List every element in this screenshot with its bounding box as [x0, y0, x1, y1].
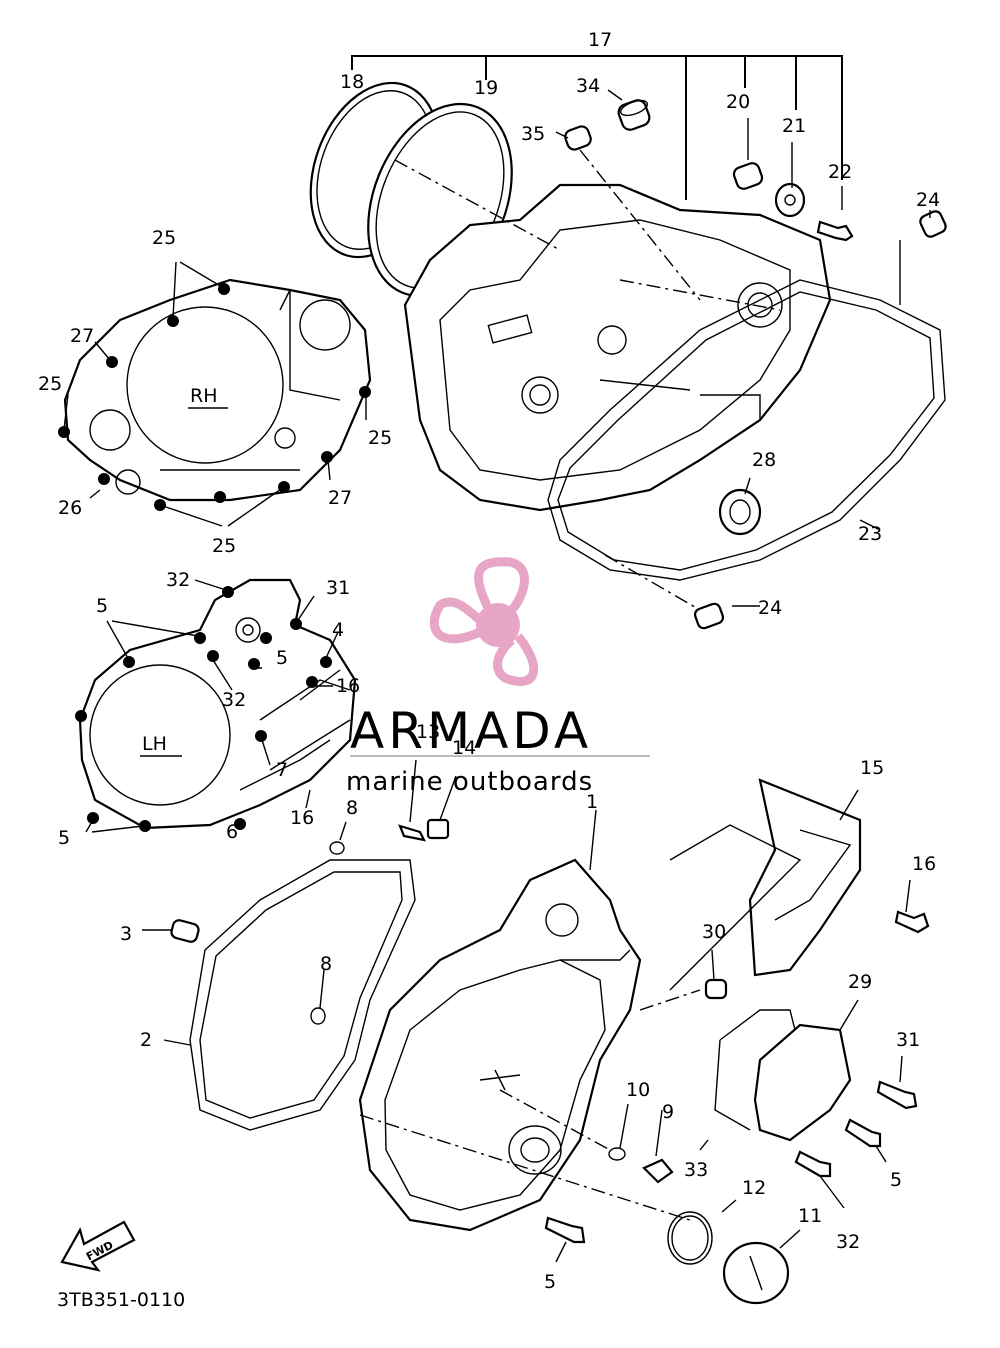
callout-25-top: 25	[152, 227, 176, 249]
callout-22: 22	[828, 161, 852, 183]
gasket-23	[547, 279, 946, 581]
washer-21	[774, 182, 806, 218]
callout-29: 29	[848, 971, 872, 993]
callout-25-left: 25	[38, 373, 62, 395]
oring-10	[608, 1147, 626, 1161]
callout-33: 33	[684, 1159, 708, 1181]
dowel-30	[704, 978, 728, 1000]
callout-32-lh: 32	[222, 689, 246, 711]
callout-11: 11	[798, 1205, 822, 1227]
callout-7: 7	[276, 759, 288, 781]
callout-23: 23	[858, 523, 882, 545]
plug-9	[642, 1158, 674, 1184]
callout-labels: 17 18 19 34 35 20 21 22 24 24 25 27 25 2…	[38, 29, 940, 1293]
rh-bolt-map: RH	[58, 261, 372, 527]
dowel-24-top	[919, 210, 947, 238]
callout-25-right: 25	[368, 427, 392, 449]
watermark-tagline: marine outboards	[346, 767, 593, 797]
callout-6: 6	[226, 821, 238, 843]
callout-25-bottom: 25	[212, 535, 236, 557]
callout-5-right: 5	[890, 1169, 902, 1191]
callout-19: 19	[474, 77, 498, 99]
bolt-16c	[894, 910, 930, 934]
bolt-13	[398, 824, 426, 842]
callout-34: 34	[576, 75, 600, 97]
callout-3: 3	[120, 923, 132, 945]
callout-27-right: 27	[328, 487, 352, 509]
collar-20	[732, 162, 764, 190]
lh-cover-outline	[78, 578, 357, 830]
dowel-24-bottom	[693, 602, 725, 630]
callout-21: 21	[782, 115, 806, 137]
callout-12: 12	[742, 1177, 766, 1199]
clamp-14	[426, 818, 450, 840]
lh-bolt-map: LH	[75, 578, 357, 833]
callout-8-top: 8	[346, 797, 358, 819]
bolt-5d	[844, 1118, 882, 1148]
bolt-5e	[544, 1216, 586, 1244]
callout-1: 1	[586, 791, 598, 813]
callout-5-mid: 5	[276, 647, 288, 669]
left-crankcase-cover-assembly	[142, 759, 930, 1305]
bolt-32c	[794, 1150, 832, 1178]
callout-20: 20	[726, 91, 750, 113]
oring-8a	[329, 841, 345, 855]
callout-27-left: 27	[70, 325, 94, 347]
armada-watermark: ARMADA marine outboards	[346, 557, 650, 797]
callout-8-bottom: 8	[320, 953, 332, 975]
callout-35: 35	[521, 123, 545, 145]
right-cover-body	[403, 183, 832, 512]
callout-5-lower: 5	[544, 1271, 556, 1293]
oring-12	[667, 1211, 713, 1265]
gasket-2	[189, 859, 416, 1131]
callout-16-lh: 16	[336, 675, 360, 697]
callout-17: 17	[588, 29, 612, 51]
callout-5-top: 5	[96, 595, 108, 617]
right-crankcase-cover-assembly	[309, 55, 947, 630]
callout-10: 10	[626, 1079, 650, 1101]
callout-31-right: 31	[896, 1029, 920, 1051]
callout-16-right: 16	[912, 853, 936, 875]
diagram-code: 3TB351-0110	[57, 1289, 185, 1311]
callout-4: 4	[332, 619, 344, 641]
callout-5-bottom: 5	[58, 827, 70, 849]
callout-14: 14	[452, 737, 476, 759]
callout-2: 2	[140, 1029, 152, 1051]
rh-cover-outline	[63, 278, 372, 502]
callout-15: 15	[860, 757, 884, 779]
callout-9: 9	[662, 1101, 674, 1123]
callout-26: 26	[58, 497, 82, 519]
callout-31-top: 31	[326, 577, 350, 599]
callout-24-bottom: 24	[758, 597, 782, 619]
oring-8b	[310, 1007, 326, 1025]
guard-15	[748, 778, 862, 977]
callout-16-bottom: 16	[290, 807, 314, 829]
callout-24-top: 24	[916, 189, 940, 211]
callout-30: 30	[702, 921, 726, 943]
cover-29	[753, 1023, 852, 1142]
callout-32-top: 32	[166, 569, 190, 591]
oil-seal-35	[564, 125, 592, 151]
callout-32-right: 32	[836, 1231, 860, 1253]
bearing-28	[718, 488, 762, 536]
fwd-arrow: FWD	[60, 1220, 136, 1272]
propeller-logo	[429, 557, 539, 686]
callout-13: 13	[416, 721, 440, 743]
rh-label: RH	[190, 385, 218, 407]
watermark-brand: ARMADA	[350, 702, 592, 760]
lh-label: LH	[142, 733, 167, 755]
bolt-22	[816, 220, 854, 242]
bolt-31b	[876, 1080, 918, 1110]
callout-28: 28	[752, 449, 776, 471]
callout-18: 18	[340, 71, 364, 93]
dowel-3	[170, 919, 200, 943]
